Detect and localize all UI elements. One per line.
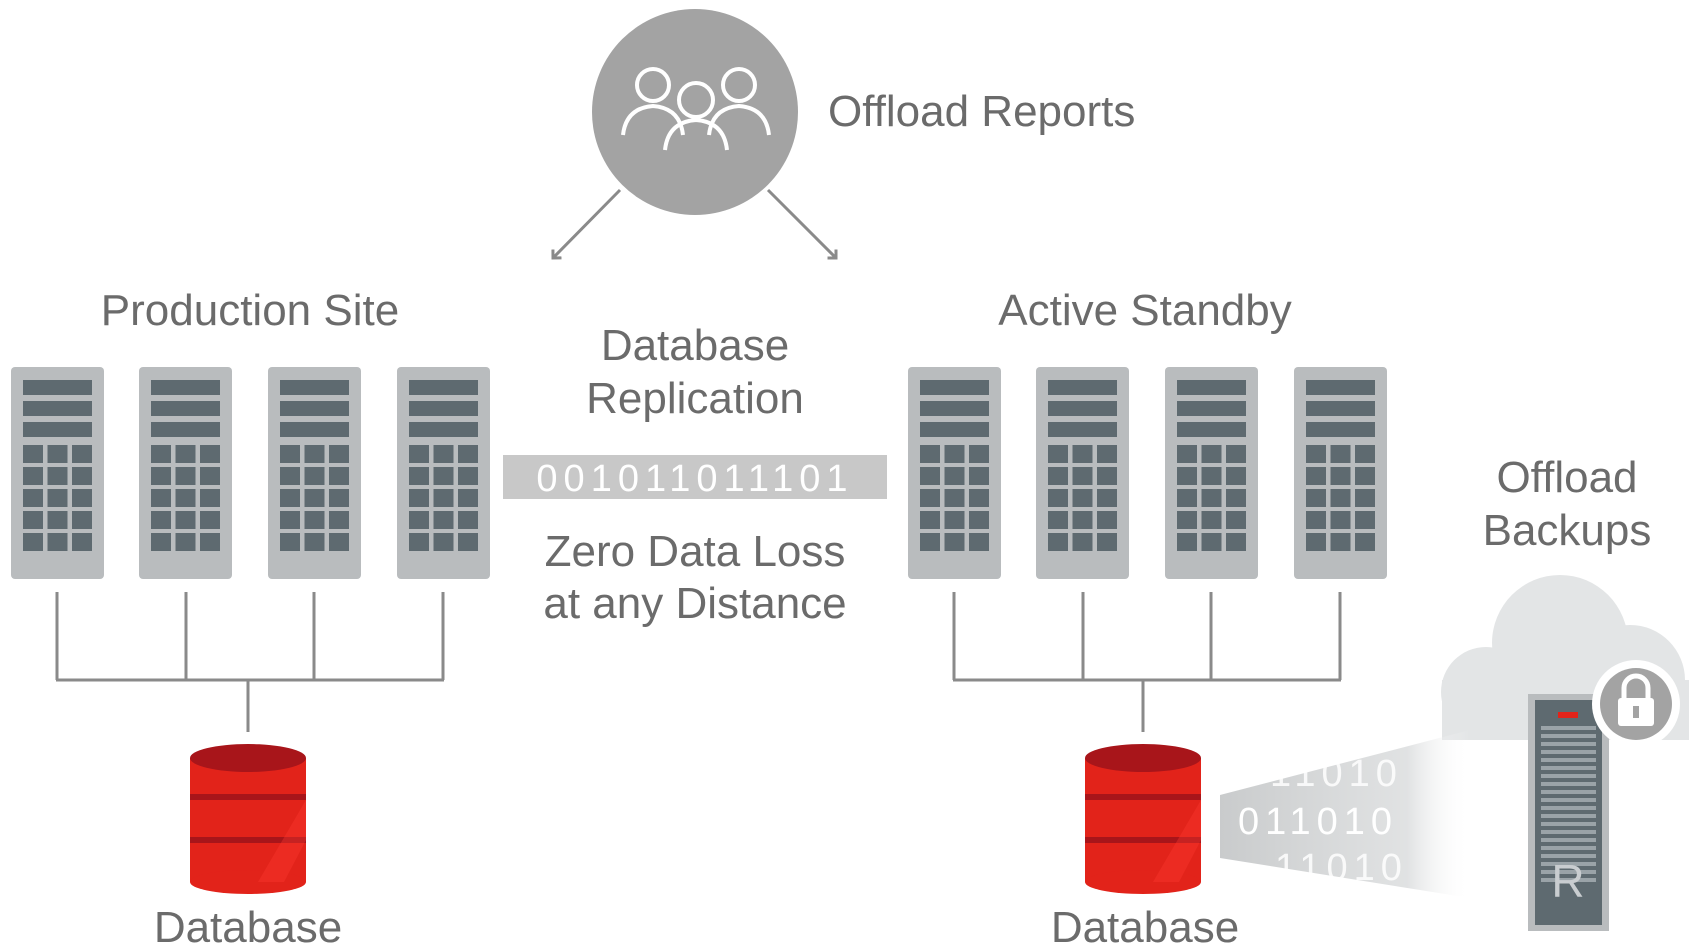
database-icon: [190, 744, 306, 894]
replication-label-line2: Replication: [586, 374, 804, 423]
bitstream-bar: [503, 455, 887, 499]
backup-appliance-icon: R: [1528, 694, 1609, 931]
offload-reports-label: Offload Reports: [828, 87, 1135, 136]
server-rack-icon: [268, 367, 361, 579]
arrow-to-production: [553, 188, 622, 258]
standby-wiring: [952, 592, 1342, 732]
server-rack-icon: [139, 367, 232, 579]
database-left-label: Database: [154, 903, 342, 949]
standby-servers: [908, 367, 1387, 579]
server-rack-icon: [1294, 367, 1387, 579]
appliance-letter: R: [1551, 855, 1584, 907]
database-icon: [1085, 744, 1201, 894]
replication-label-line1: Database: [601, 321, 789, 370]
bitstream-text: 001011011101: [536, 458, 853, 500]
server-rack-icon: [11, 367, 104, 579]
offload-backups-line2: Backups: [1483, 506, 1652, 555]
production-site-label: Production Site: [101, 286, 399, 335]
offload-backups-line1: Offload: [1496, 453, 1637, 502]
zero-loss-line2: at any Distance: [543, 579, 846, 628]
zero-loss-line1: Zero Data Loss: [545, 527, 846, 576]
server-rack-icon: [397, 367, 490, 579]
lock-icon: [1592, 660, 1680, 748]
arrow-to-standby: [766, 188, 836, 258]
backup-bits-row3: 11010: [1275, 847, 1408, 889]
server-rack-icon: [1036, 367, 1129, 579]
active-standby-label: Active Standby: [998, 286, 1292, 335]
backup-bits-row2: 011010: [1238, 801, 1398, 843]
users-group-icon: [592, 9, 798, 215]
server-rack-icon: [908, 367, 1001, 579]
production-servers: [11, 367, 490, 579]
production-wiring: [55, 592, 445, 732]
backup-bits-row1: 11010: [1270, 753, 1403, 795]
server-rack-icon: [1165, 367, 1258, 579]
database-right-label: Database: [1051, 903, 1239, 949]
backup-data-beam: [1220, 730, 1470, 898]
